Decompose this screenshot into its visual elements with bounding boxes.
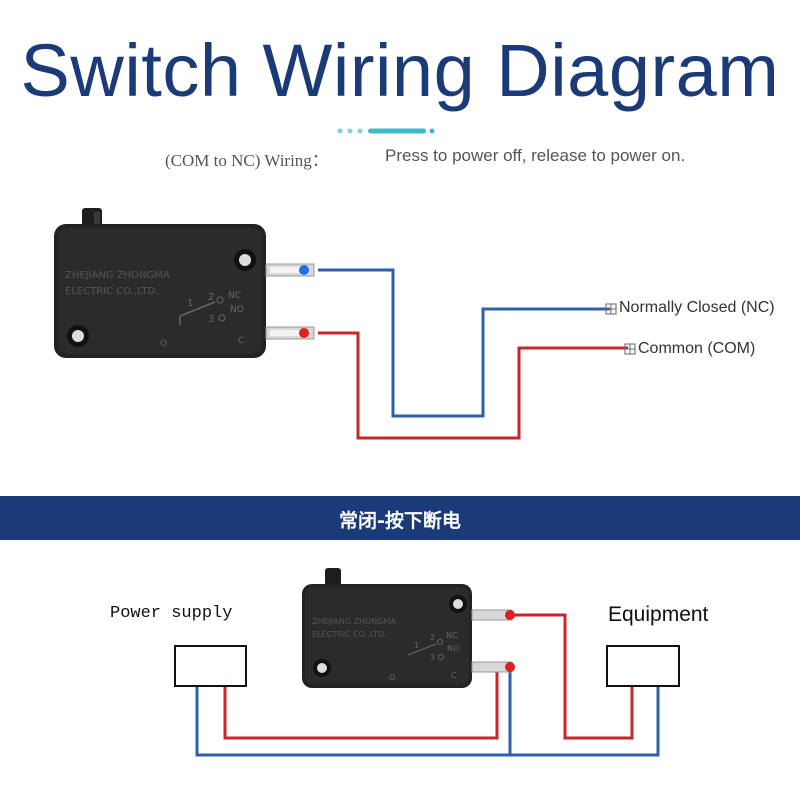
bottom-blue-wire: [195, 686, 660, 757]
top-switch-body: ZHEJIANG ZHONGMA ELECTRIC CO.,LTD. 1 2 3…: [54, 208, 315, 358]
brand-text-1: ZHEJIANG ZHONGMA: [65, 270, 170, 281]
svg-text:O: O: [160, 339, 167, 349]
svg-text:O: O: [389, 673, 395, 682]
com-wire: [318, 331, 628, 440]
bottom-switch-body: ZHEJIANG ZHONGMA ELECTRIC CO.,LTD. 1 2 3…: [302, 568, 513, 688]
power-supply-label: Power supply: [110, 604, 233, 623]
section-band: [0, 496, 800, 540]
svg-text:ELECTRIC CO.,LTD.: ELECTRIC CO.,LTD.: [312, 630, 387, 639]
nc-label: Normally Closed (NC): [619, 299, 775, 316]
bottom-red-wire-right: [510, 613, 634, 740]
nc-terminal-dot: [299, 265, 309, 275]
svg-text:2: 2: [430, 633, 435, 642]
com-terminal-dot: [299, 328, 309, 338]
bottom-terminal-dot-top: [505, 610, 515, 620]
decorative-dots: [337, 128, 435, 134]
equipment-box: [606, 645, 680, 687]
wiring-mode-description: Press to power off, release to power on.: [385, 146, 686, 165]
svg-text:3: 3: [208, 314, 214, 325]
svg-text:3: 3: [430, 653, 435, 662]
com-endpoint-icon: [624, 343, 636, 355]
svg-text:ZHEJIANG ZHONGMA: ZHEJIANG ZHONGMA: [312, 617, 396, 626]
page-title: Switch Wiring Diagram: [20, 29, 780, 112]
nc-endpoint-icon: [605, 303, 617, 315]
com-label: Common (COM): [638, 340, 756, 357]
svg-text:1: 1: [414, 641, 419, 650]
wiring-mode-label: (COM to NC) Wiring：: [165, 151, 329, 170]
svg-text:1: 1: [187, 298, 193, 309]
nc-wire: [318, 268, 610, 418]
svg-text:NO: NO: [447, 644, 459, 653]
bottom-terminal-dot-bottom: [505, 662, 515, 672]
power-supply-box: [174, 645, 247, 687]
svg-text:NO: NO: [230, 305, 244, 315]
svg-text:NC: NC: [446, 631, 458, 640]
bottom-red-wire-left: [223, 668, 499, 740]
svg-text:2: 2: [208, 292, 214, 303]
equipment-label: Equipment: [608, 603, 709, 626]
section-band-title: 常闭-按下断电: [339, 510, 461, 532]
svg-text:C: C: [238, 336, 244, 346]
svg-text:C: C: [451, 671, 457, 680]
svg-text:NC: NC: [228, 291, 241, 301]
brand-text-2: ELECTRIC CO.,LTD.: [65, 286, 158, 297]
